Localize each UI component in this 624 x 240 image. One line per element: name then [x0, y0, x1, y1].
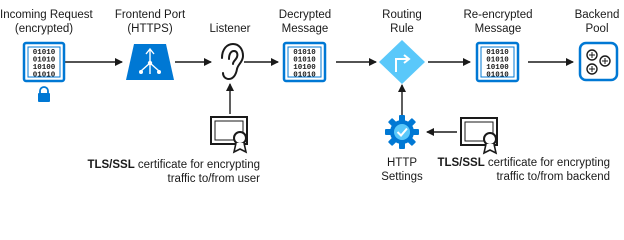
backend-certificate-icon	[460, 117, 498, 155]
binary-row: 10100	[486, 64, 509, 72]
ear-icon	[221, 42, 245, 81]
backend-certificate-note: TLS/SSL certificate for encrypting traff…	[434, 156, 610, 184]
routing-rule-label: Routing Rule	[382, 9, 422, 35]
tls-ssl-label: TLS/SSL	[437, 157, 485, 169]
binary-row: 01010	[486, 49, 509, 57]
http-settings-label: HTTP Settings	[381, 157, 423, 183]
binary-row: 01010	[33, 72, 56, 80]
server-pool-icon	[578, 41, 619, 82]
cert-note-line2: traffic to/from backend	[496, 171, 610, 183]
cert-note-text: certificate for encrypting	[134, 159, 260, 171]
reencrypted-doc-icon: 01010 01010 10100 01010	[475, 41, 520, 83]
incoming-request-label: Incoming Request (encrypted)	[0, 9, 93, 35]
network-port-icon	[126, 44, 174, 80]
user-certificate-icon	[210, 116, 248, 154]
incoming-doc-icon: 01010 01010 10100 01010	[22, 41, 66, 83]
binary-row: 01010	[486, 57, 509, 65]
decrypted-message-label: Decrypted Message	[278, 9, 332, 35]
binary-row: 01010	[293, 49, 316, 57]
diagram: 01010 01010 10100 01010	[0, 9, 620, 186]
routing-diamond-icon	[379, 40, 425, 84]
frontend-port-label: Frontend Port (HTTPS)	[114, 9, 186, 35]
decrypted-doc-icon: 01010 01010 10100 01010	[282, 41, 327, 83]
binary-row: 01010	[33, 49, 56, 57]
user-certificate-note: TLS/SSL certificate for encrypting traff…	[80, 158, 260, 186]
binary-row: 10100	[293, 64, 316, 72]
diagram-canvas: 01010 01010 10100 01010	[22, 40, 619, 155]
cert-note-text: certificate for encrypting	[484, 157, 610, 169]
reencrypted-message-label: Re-encrypted Message	[463, 9, 533, 35]
binary-row: 01010	[293, 72, 316, 80]
binary-row: 01010	[293, 57, 316, 65]
binary-row: 10100	[33, 64, 56, 72]
listener-label: Listener	[209, 23, 251, 35]
gear-check-icon	[385, 115, 419, 149]
tls-ssl-label: TLS/SSL	[87, 159, 135, 171]
binary-row: 01010	[33, 57, 56, 65]
backend-pool-label: Backend Pool	[574, 9, 620, 35]
lock-icon	[38, 86, 50, 102]
cert-note-line2: traffic to/from user	[167, 173, 260, 185]
binary-row: 01010	[486, 72, 509, 80]
